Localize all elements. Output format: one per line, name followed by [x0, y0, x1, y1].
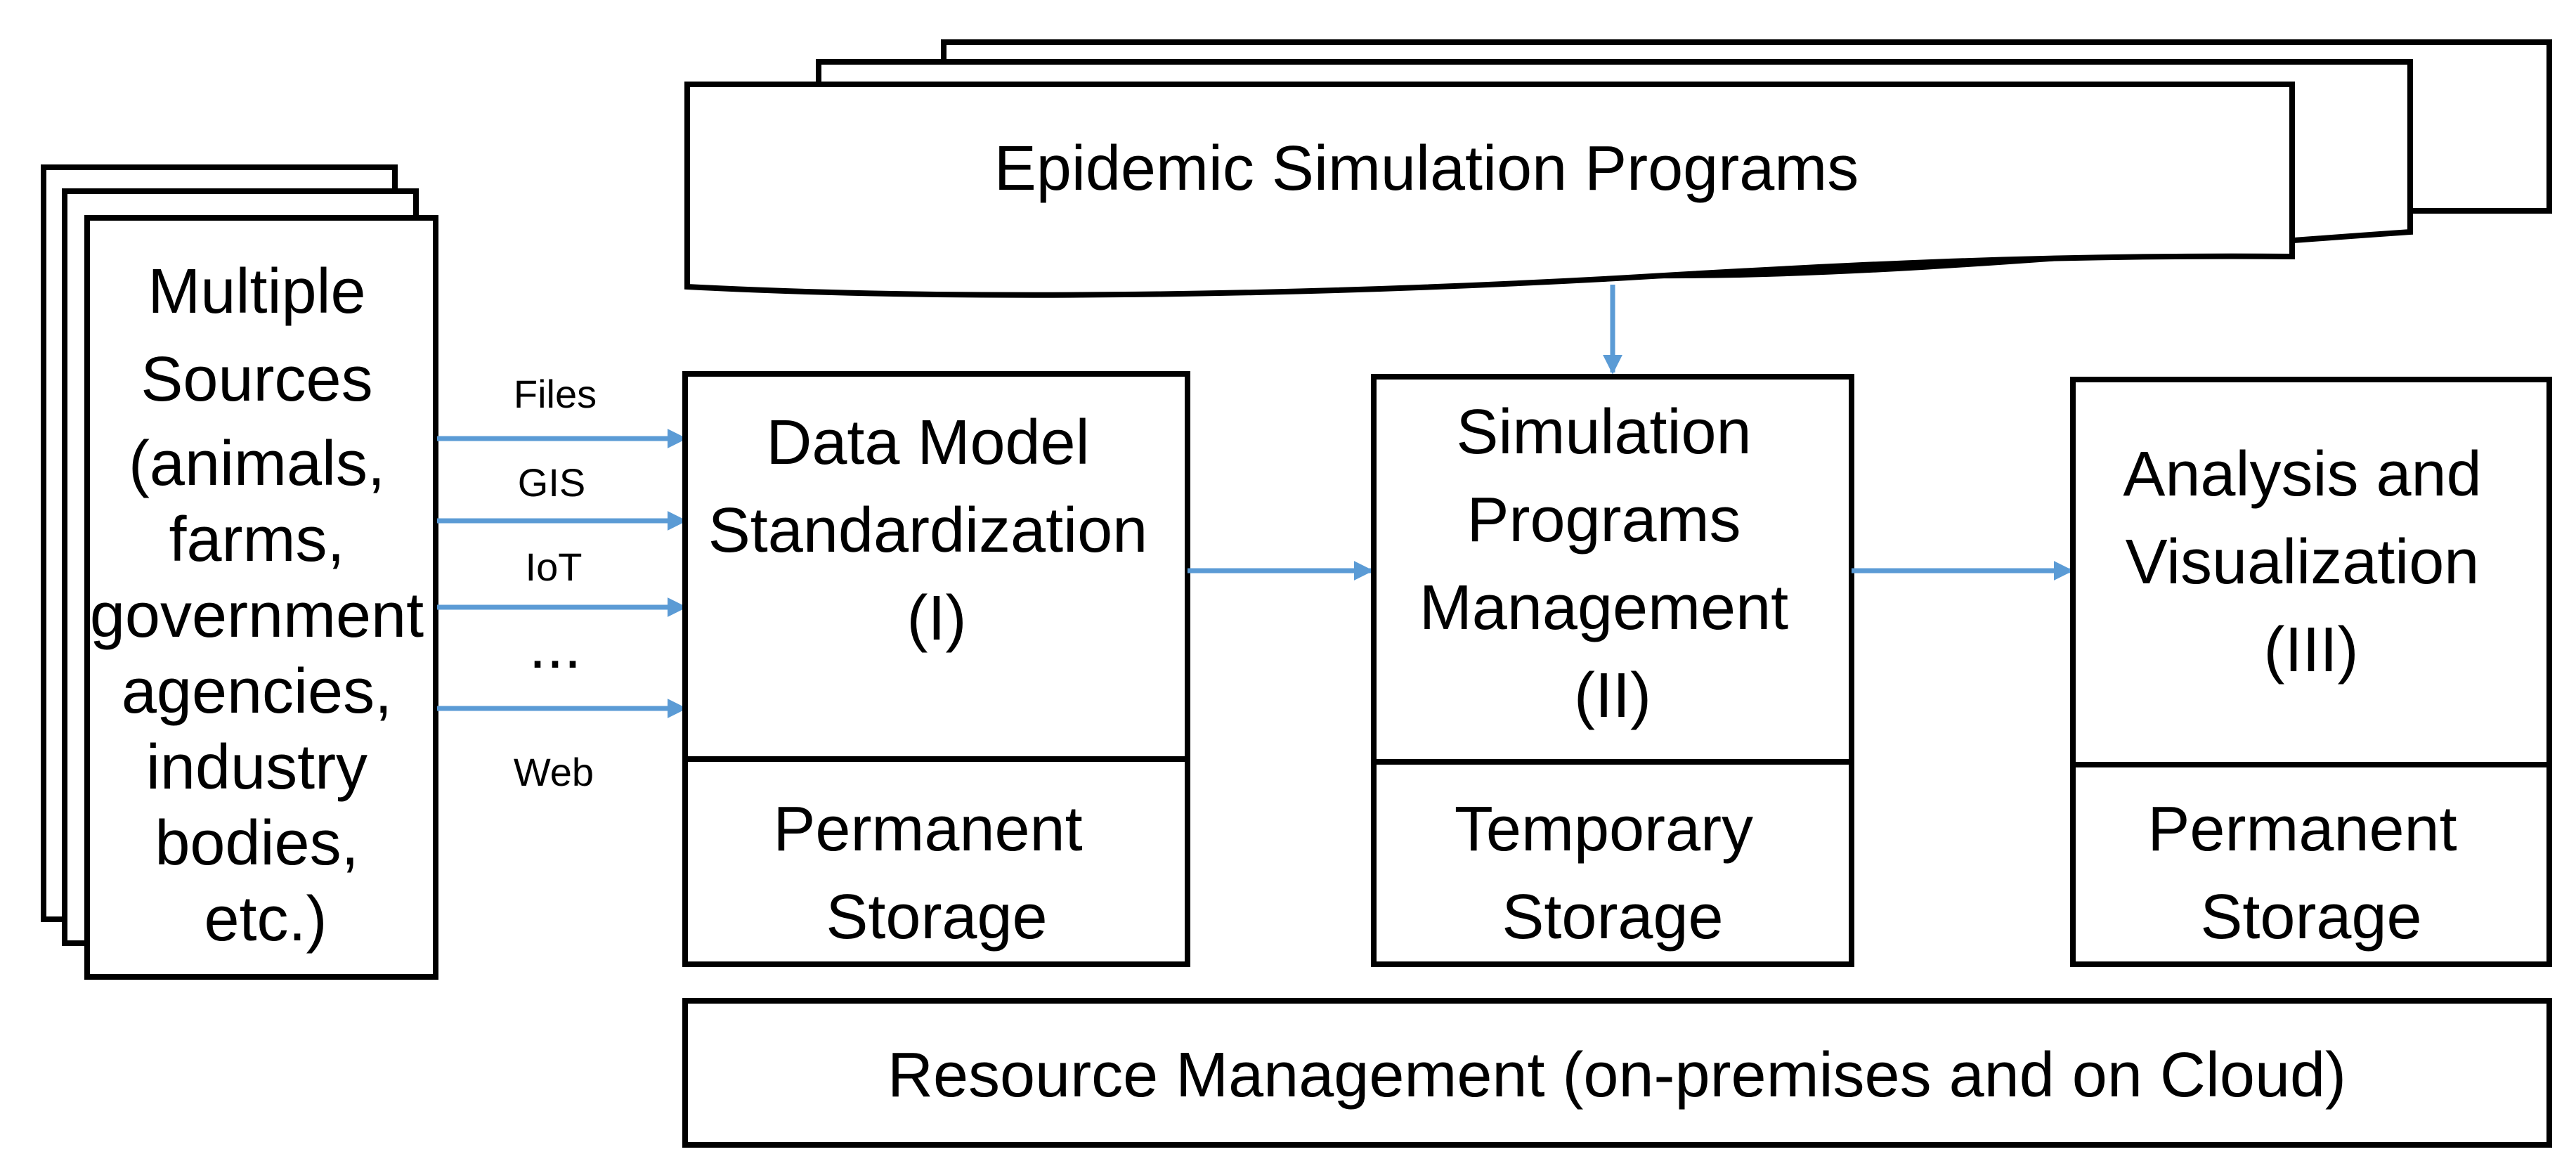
sources-line: Sources — [141, 344, 372, 415]
analysis-label: Analysis and Visualization (III) — [2123, 439, 2499, 685]
sim-management-line: Simulation — [1456, 397, 1751, 467]
sources-line: Multiple — [148, 257, 365, 327]
data-model-storage-label: Permanent Storage — [773, 794, 1100, 952]
data-model-box — [682, 371, 1190, 762]
sources-line: etc.) — [204, 884, 327, 954]
source-connections: Files GIS IoT ... Web — [437, 372, 687, 794]
storage-line: Permanent — [773, 794, 1082, 864]
data-model-line: Data Model — [766, 408, 1089, 478]
sources-line: agencies, — [122, 656, 392, 727]
sim-management-line: Programs — [1466, 485, 1741, 555]
analysis-line: (III) — [2264, 615, 2359, 685]
storage-line: Storage — [1502, 882, 1723, 952]
sim-management-module: Simulation Programs Management (II) Temp… — [1371, 374, 1854, 967]
analysis-module: Analysis and Visualization (III) Permane… — [2070, 377, 2552, 967]
epidemic-programs-stack: Epidemic Simulation Programs — [684, 39, 2552, 298]
sim-management-label: Simulation Programs Management (II) — [1419, 397, 1806, 731]
data-model-line: Standardization — [708, 495, 1147, 566]
gis-label: GIS — [518, 460, 585, 505]
resource-management-label: Resource Management (on-premises and on … — [887, 1040, 2346, 1110]
data-model-line: (I) — [907, 583, 967, 654]
data-model-label: Data Model Standardization (I) — [708, 408, 1165, 654]
analysis-line: Visualization — [2126, 527, 2480, 597]
ellipsis-label: ... — [528, 611, 581, 682]
sources-line: government — [90, 581, 424, 651]
data-model-storage-box — [682, 756, 1190, 967]
sim-management-box — [1371, 374, 1854, 765]
sources-label: Multiple Sources (animals, farms, govern… — [90, 257, 441, 954]
sources-line: bodies, — [155, 808, 358, 879]
resource-management-module: Resource Management (on-premises and on … — [682, 998, 2552, 1148]
storage-line: Storage — [826, 882, 1047, 952]
storage-line: Temporary — [1455, 794, 1753, 864]
sources-line: industry — [146, 732, 367, 803]
epidemic-doc-front — [684, 82, 2295, 298]
sources-box — [84, 215, 438, 980]
sim-management-storage-label: Temporary Storage — [1455, 794, 1771, 952]
analysis-line: Analysis and — [2123, 439, 2481, 510]
sim-management-storage-box — [1371, 759, 1854, 967]
analysis-storage-label: Permanent Storage — [2147, 794, 2474, 952]
sim-management-line: Management — [1419, 573, 1788, 643]
sim-management-line: (II) — [1574, 661, 1651, 731]
storage-line: Permanent — [2147, 794, 2457, 864]
iot-label: IoT — [526, 545, 583, 589]
resource-management-box — [682, 998, 2552, 1148]
files-label: Files — [514, 372, 597, 416]
analysis-storage-box — [2070, 762, 2552, 967]
web-label: Web — [514, 750, 594, 794]
sources-stack: Multiple Sources (animals, farms, govern… — [41, 164, 441, 980]
sources-line: farms, — [169, 505, 344, 575]
storage-line: Storage — [2200, 882, 2421, 952]
epidemic-programs-label: Epidemic Simulation Programs — [994, 134, 1859, 204]
sources-line: (animals, — [129, 429, 385, 499]
data-model-module: Data Model Standardization (I) Permanent… — [682, 371, 1190, 967]
